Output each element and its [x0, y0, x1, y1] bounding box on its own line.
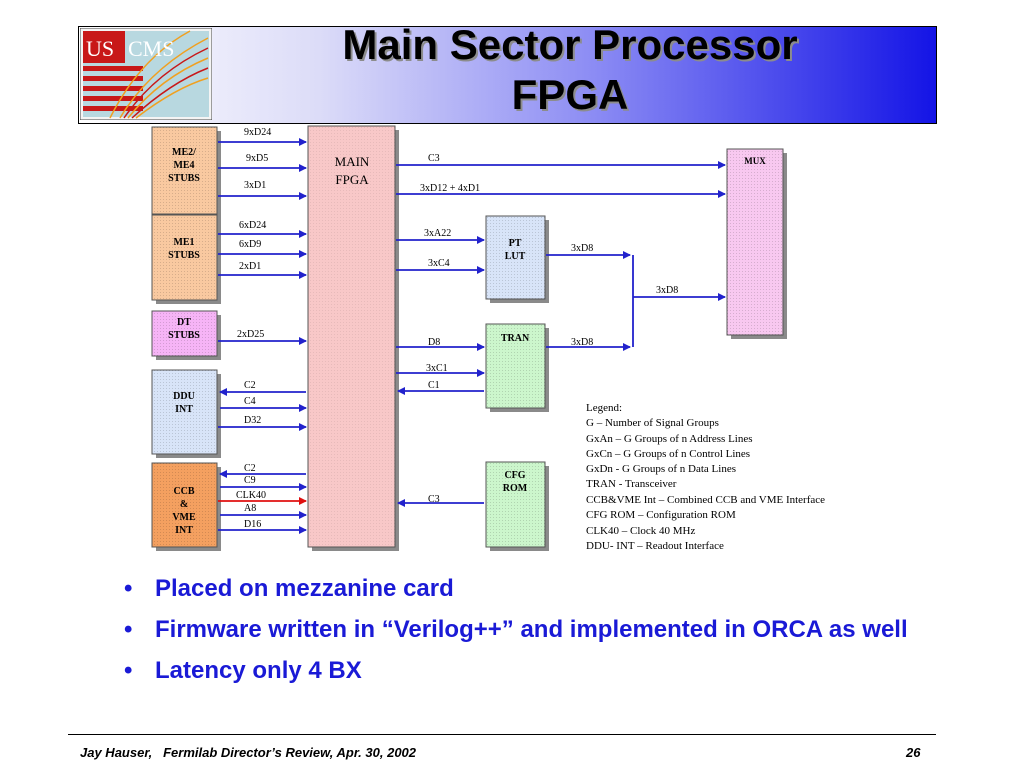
ddu-label-2: INT	[175, 404, 193, 415]
uscms-logo: US CMS	[80, 28, 212, 120]
pt-label-1: PT	[509, 238, 522, 249]
main-fpga-label-2: FPGA	[335, 172, 369, 187]
legend-item: GxCn – G Groups of n Control Lines	[586, 448, 750, 460]
me1-label-1: ME1	[173, 237, 194, 248]
me2-label-2: ME4	[173, 160, 194, 171]
title-line-2: FPGA	[511, 71, 629, 118]
sig-tran-c: C1	[428, 380, 440, 391]
sig-me1-b: 6xD9	[239, 239, 261, 250]
dt-label-1: DT	[177, 317, 191, 328]
bullet-text: Placed on mezzanine card	[155, 575, 454, 602]
pt-label-2: LUT	[505, 251, 526, 262]
me2-label-3: STUBS	[168, 173, 200, 184]
sig-me2-c: 3xD1	[244, 180, 266, 191]
main-fpga-label-1: MAIN	[335, 154, 370, 169]
sig-pt-out: 3xD8	[571, 243, 593, 254]
legend-item: GxDn - G Groups of n Data Lines	[586, 463, 736, 475]
me1-label-2: STUBS	[168, 250, 200, 261]
legend: Legend: G – Number of Signal Groups GxAn…	[586, 402, 825, 552]
sig-mux-d: 3xD12 + 4xD1	[420, 183, 480, 194]
legend-item: CFG ROM – Configuration ROM	[586, 509, 736, 521]
ccb-label-3: VME	[172, 512, 196, 523]
sig-ccb-c: CLK40	[236, 490, 266, 501]
bullet-text: Latency only 4 BX	[155, 657, 362, 684]
title-banner	[78, 26, 937, 124]
legend-item: GxAn – G Groups of n Address Lines	[586, 433, 753, 445]
sig-merge: 3xD8	[656, 285, 678, 296]
legend-item: Legend:	[586, 402, 622, 414]
legend-item: G – Number of Signal Groups	[586, 417, 719, 429]
sig-dt-a: 2xD25	[237, 329, 264, 340]
sig-me1-a: 6xD24	[239, 220, 266, 231]
legend-item: CCB&VME Int – Combined CCB and VME Inter…	[586, 494, 825, 506]
logo-text-cms: CMS	[128, 36, 174, 61]
bullet-item: Placed on mezzanine card	[120, 575, 980, 603]
ddu-label-1: DDU	[173, 391, 195, 402]
sig-me2-a: 9xD24	[244, 127, 271, 138]
title-line-1: Main Sector Processor	[342, 21, 798, 68]
sig-ddu-b: C4	[244, 396, 256, 407]
sig-ccb-e: D16	[244, 519, 261, 530]
sig-tran-a: D8	[428, 337, 440, 348]
sig-mux-c3: C3	[428, 153, 440, 164]
legend-item: CLK40 – Clock 40 MHz	[586, 525, 696, 537]
page-number: 26	[906, 745, 921, 760]
sig-ddu-c: D32	[244, 415, 261, 426]
sig-pt-a: 3xA22	[424, 228, 451, 239]
sig-ddu-a: C2	[244, 380, 256, 391]
sig-ccb-b: C9	[244, 475, 256, 486]
page-title: Main Sector Processor FPGA	[240, 20, 900, 120]
sig-cfg: C3	[428, 494, 440, 505]
sig-tran-out: 3xD8	[571, 337, 593, 348]
ccb-label-2: &	[180, 499, 188, 510]
footer-divider	[68, 734, 936, 735]
footer-text: Jay Hauser, Fermilab Director’s Review, …	[80, 745, 417, 760]
bullet-text: Firmware written in “Verilog++” and impl…	[155, 616, 908, 643]
sig-ccb-a: C2	[244, 463, 256, 474]
sig-pt-b: 3xC4	[428, 258, 450, 269]
bullet-item: Latency only 4 BX	[120, 657, 980, 685]
legend-item: DDU- INT – Readout Interface	[586, 540, 724, 552]
tran-label: TRAN	[501, 333, 530, 344]
bullet-item: Firmware written in “Verilog++” and impl…	[120, 616, 980, 644]
bullet-list: Placed on mezzanine card Firmware writte…	[120, 575, 980, 698]
sig-ccb-d: A8	[244, 503, 256, 514]
dt-label-2: STUBS	[168, 330, 200, 341]
sig-tran-b: 3xC1	[426, 363, 448, 374]
cfg-label-1: CFG	[504, 470, 525, 481]
sig-me2-b: 9xD5	[246, 153, 268, 164]
cfg-label-2: ROM	[503, 483, 528, 494]
mux-label: MUX	[744, 156, 766, 166]
ccb-label-4: INT	[175, 525, 193, 536]
ccb-label-1: CCB	[173, 486, 194, 497]
sig-me1-c: 2xD1	[239, 261, 261, 272]
me2-label-1: ME2/	[172, 147, 196, 158]
legend-item: TRAN - Transceiver	[586, 478, 677, 490]
logo-text-us: US	[86, 36, 114, 61]
